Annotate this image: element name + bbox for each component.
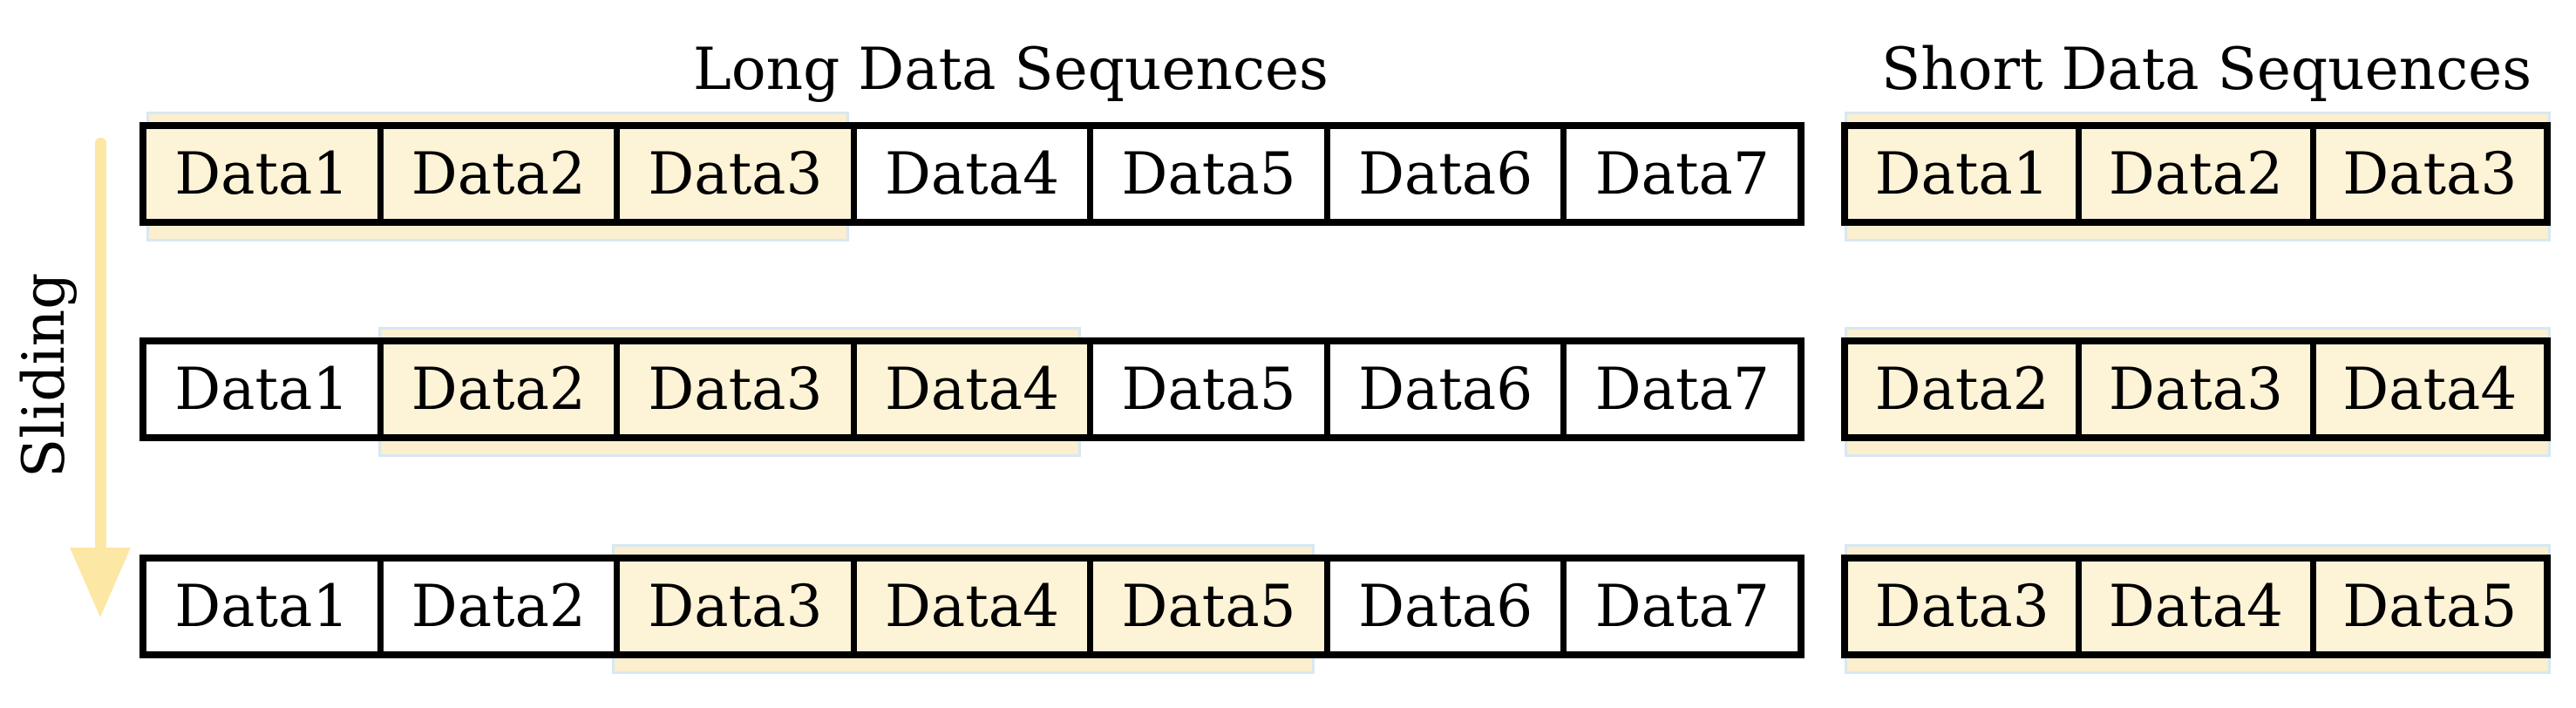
long-row1-cell-7: Data7 [1560, 129, 1798, 219]
short-row1-cell-2: Data2 [2076, 129, 2310, 219]
long-row3-cell-1: Data1 [146, 562, 377, 651]
long-row1-cell-1: Data1 [146, 129, 377, 219]
short-sequence-row-1: Data1 Data2 Data3 [1841, 122, 2551, 226]
long-row3-cell-4: Data4 [850, 562, 1088, 651]
long-sequence-row-2: Data1 Data2 Data3 Data4 Data5 Data6 Data… [139, 337, 1805, 441]
long-row1-cell-5: Data5 [1087, 129, 1324, 219]
short-row2-cell-3: Data4 [2309, 344, 2544, 434]
long-row2-cell-2: Data2 [377, 344, 615, 434]
long-row1-cell-6: Data6 [1323, 129, 1561, 219]
long-sequence-row-3: Data1 Data2 Data3 Data4 Data5 Data6 Data… [139, 555, 1805, 658]
long-row2-cell-6: Data6 [1323, 344, 1561, 434]
long-row1-cell-3: Data3 [614, 129, 851, 219]
short-row1-cell-1: Data1 [1848, 129, 2076, 219]
short-row3-cell-1: Data3 [1848, 562, 2076, 651]
long-row2-cell-4: Data4 [850, 344, 1088, 434]
short-row1-cell-3: Data3 [2309, 129, 2544, 219]
short-row3-cell-3: Data5 [2309, 562, 2544, 651]
short-row2-cell-2: Data3 [2076, 344, 2310, 434]
short-sequence-row-3: Data3 Data4 Data5 [1841, 555, 2551, 658]
long-row3-cell-6: Data6 [1323, 562, 1561, 651]
short-sequence-row-2: Data2 Data3 Data4 [1841, 337, 2551, 441]
long-row2-cell-1: Data1 [146, 344, 377, 434]
long-row3-cell-5: Data5 [1087, 562, 1324, 651]
short-row3-cell-2: Data4 [2076, 562, 2310, 651]
long-sequence-row-1: Data1 Data2 Data3 Data4 Data5 Data6 Data… [139, 122, 1805, 226]
long-sequences-title: Long Data Sequences [693, 36, 1329, 103]
long-row1-cell-4: Data4 [850, 129, 1088, 219]
long-row2-cell-3: Data3 [614, 344, 851, 434]
short-sequences-title: Short Data Sequences [1881, 36, 2532, 103]
long-row3-cell-2: Data2 [377, 562, 615, 651]
long-row3-cell-3: Data3 [614, 562, 851, 651]
long-row2-cell-5: Data5 [1087, 344, 1324, 434]
sliding-label: Sliding [10, 272, 78, 478]
long-row2-cell-7: Data7 [1560, 344, 1798, 434]
long-row3-cell-7: Data7 [1560, 562, 1798, 651]
long-row1-cell-2: Data2 [377, 129, 615, 219]
sliding-arrow-icon [70, 138, 131, 617]
short-row2-cell-1: Data2 [1848, 344, 2076, 434]
